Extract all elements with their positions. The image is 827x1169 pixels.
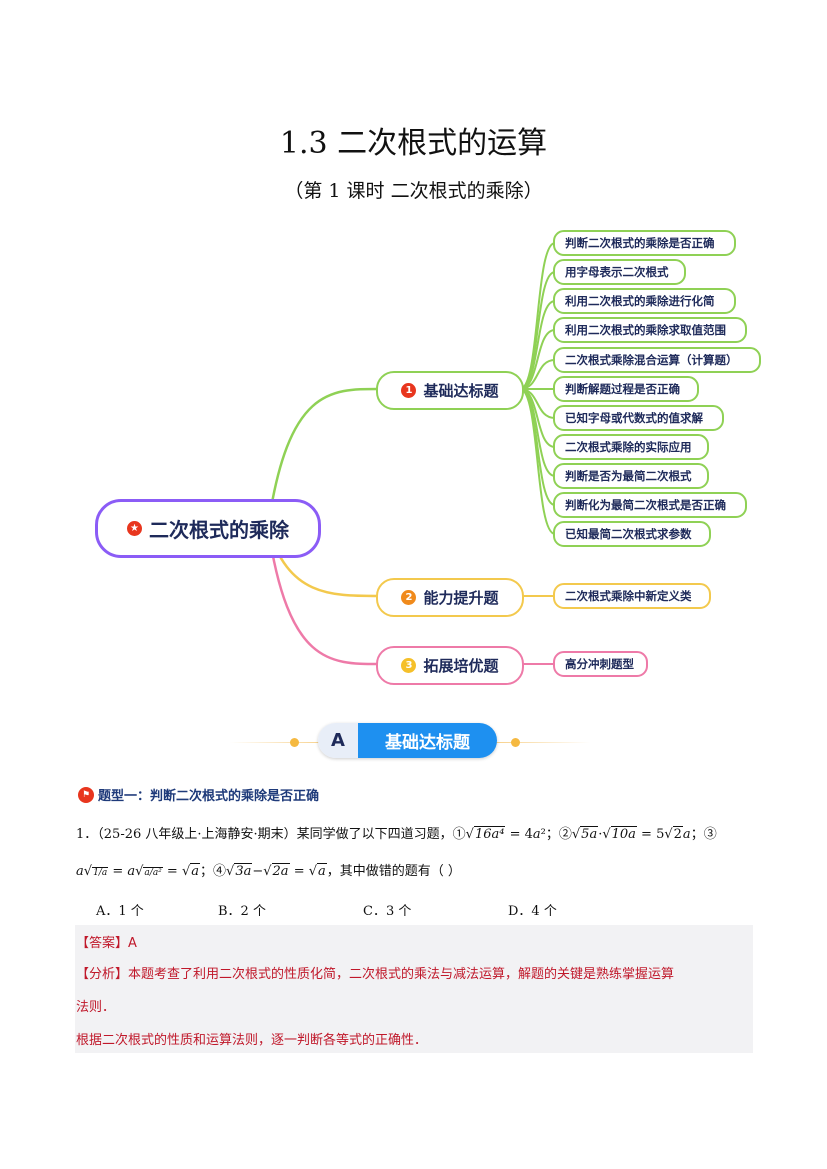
mindmap-leaf: 已知最简二次根式求参数 — [553, 521, 711, 547]
analysis-text: 本题考查了利用二次根式的性质化简，二次根式的乘法与减法运算，解题的关键是熟练掌握… — [128, 967, 675, 982]
question-intro: 1．（25-26 八年级上·上海静安·期末）某同学做了以下四道习题， — [76, 827, 453, 842]
banner-letter: A — [318, 723, 358, 758]
page-subtitle: （第 1 课时 二次根式的乘除） — [284, 180, 543, 202]
number-badge: 2 — [401, 590, 417, 605]
leaf-connector — [519, 388, 556, 535]
leaf-connector — [519, 242, 556, 390]
mindmap-leaf: 二次根式乘除混合运算（计算题） — [553, 347, 761, 373]
branch-connector — [266, 526, 379, 666]
question-line-2: a√1/a = a√a/a² = √a；④√3a−√2a = √a，其中做错的题… — [76, 863, 461, 879]
leaf-connector — [519, 300, 556, 390]
banner-dot — [290, 738, 299, 747]
analysis-line-3: 根据二次根式的性质和运算法则，逐一判断各等式的正确性． — [76, 1033, 428, 1048]
question-type-heading: ⚑ 题型一：判断二次根式的乘除是否正确 — [78, 785, 319, 804]
mindmap-branch-2: 2 能力提升题 — [376, 578, 524, 617]
flag-icon: ⚑ — [78, 786, 94, 803]
mindmap-leaf: 判断解题过程是否正确 — [553, 376, 699, 402]
page-title: 1.3 二次根式的运算 — [279, 126, 548, 161]
branch-label: 基础达标题 — [423, 382, 499, 400]
question-tail: ，其中做错的题有（ ） — [326, 864, 461, 879]
mindmap-leaf: 判断是否为最简二次根式 — [553, 463, 709, 489]
branch-label: 能力提升题 — [423, 589, 499, 607]
question-type-label: 题型一：判断二次根式的乘除是否正确 — [98, 789, 320, 804]
mindmap-branch-3: 3 拓展培优题 — [376, 646, 524, 685]
mindmap-leaf: 利用二次根式的乘除进行化简 — [553, 288, 736, 314]
star-icon: ★ — [127, 521, 142, 536]
mindmap-root: ★ 二次根式的乘除 — [95, 499, 321, 558]
analysis-line-1: 【分析】本题考查了利用二次根式的性质化简，二次根式的乘法与减法运算，解题的关键是… — [76, 963, 674, 982]
section-banner: A 基础达标题 — [318, 723, 497, 758]
mindmap-leaf: 二次根式乘除的实际应用 — [553, 434, 709, 460]
analysis-line-2: 法则． — [76, 1000, 116, 1015]
banner-label: 基础达标题 — [358, 723, 497, 758]
option-b: B．2 个 — [218, 904, 266, 919]
number-badge: 3 — [401, 658, 417, 673]
mindmap-leaf: 判断化为最简二次根式是否正确 — [553, 492, 747, 518]
answer-tag: 【答案】 — [76, 936, 129, 951]
leaf-connector — [519, 329, 556, 390]
mindmap-leaf: 判断二次根式的乘除是否正确 — [553, 230, 736, 256]
answer-box — [75, 925, 753, 1053]
mindmap-leaf: 利用二次根式的乘除求取值范围 — [553, 317, 747, 343]
answer-line: 【答案】A — [76, 932, 137, 951]
answer-value: A — [128, 936, 137, 951]
option-a: A．1 个 — [96, 904, 144, 919]
branch-connector — [266, 387, 379, 528]
mindmap-leaf: 已知字母或代数式的值求解 — [553, 405, 724, 431]
number-badge: 1 — [401, 383, 417, 398]
option-c: C．3 个 — [363, 904, 412, 919]
mindmap-branch-1: 1 基础达标题 — [376, 371, 524, 410]
mindmap-leaf: 用字母表示二次根式 — [553, 259, 686, 285]
branch-label: 拓展培优题 — [423, 657, 499, 675]
banner-dot — [511, 738, 520, 747]
root-label: 二次根式的乘除 — [149, 518, 289, 542]
question-line-1: 1．（25-26 八年级上·上海静安·期末）某同学做了以下四道习题，①√16a⁴… — [76, 826, 717, 842]
mindmap-leaf: 二次根式乘除中新定义类 — [553, 583, 711, 609]
option-d: D．4 个 — [508, 904, 557, 919]
mindmap-connectors — [266, 242, 556, 666]
mindmap-leaf: 高分冲刺题型 — [553, 651, 648, 677]
analysis-tag: 【分析】 — [76, 967, 129, 982]
leaf-connector — [519, 388, 556, 506]
